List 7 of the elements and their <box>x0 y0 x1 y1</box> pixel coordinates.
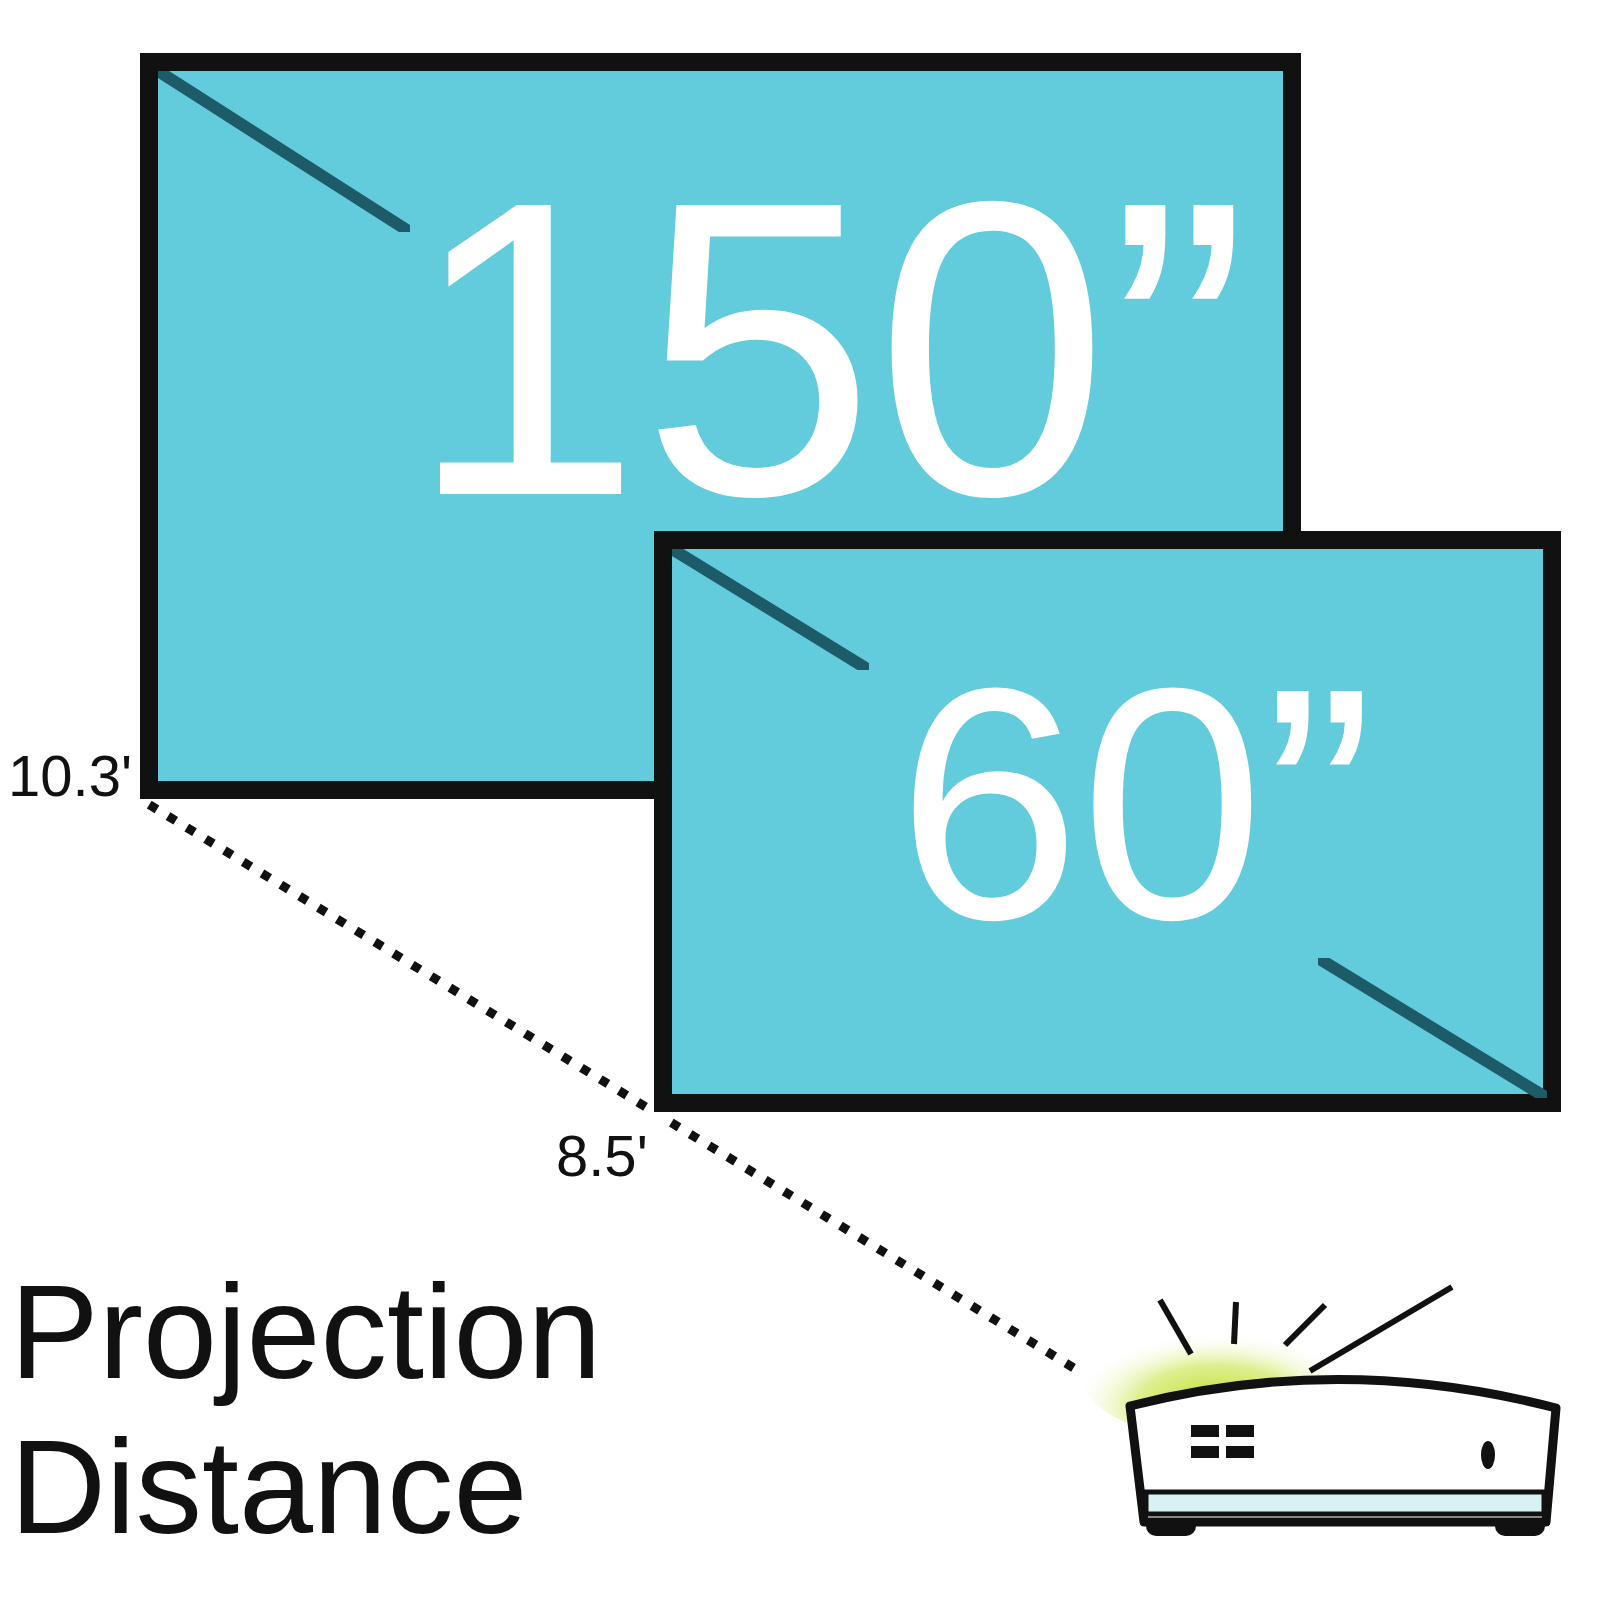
projection-screen <box>654 531 1561 1112</box>
distance-label: 10.3' <box>8 744 132 808</box>
screen-size-label: 150” <box>408 170 1249 527</box>
projection-line <box>146 800 648 1111</box>
diagram-title: Projection Distance <box>10 1257 603 1563</box>
screen-size-label: 60” <box>897 664 1374 945</box>
distance-label: 8.5' <box>556 1124 648 1188</box>
